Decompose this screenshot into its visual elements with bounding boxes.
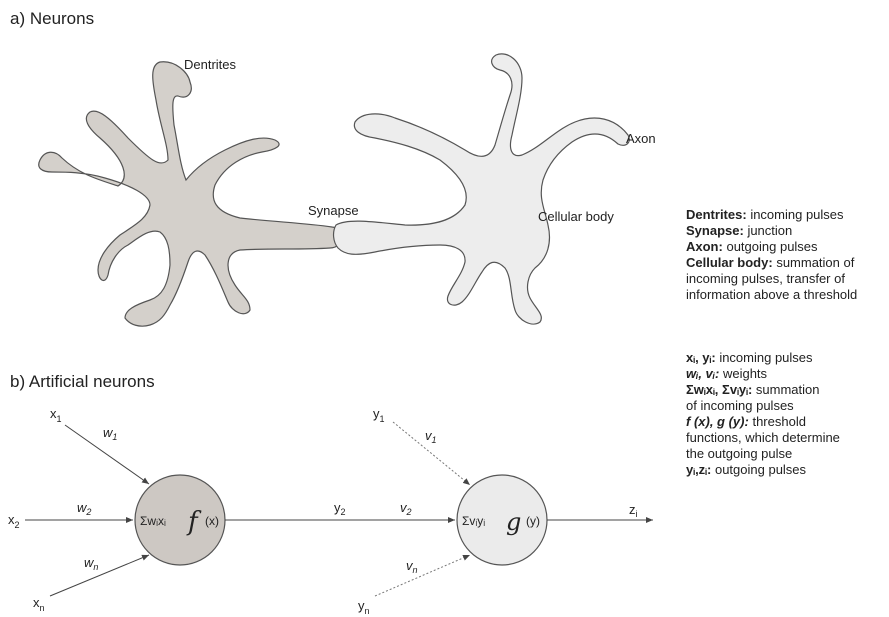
node-f-arg: (x) <box>205 514 219 528</box>
legend-art-row: Σwᵢxᵢ, Σvᵢyᵢ: summation <box>686 382 840 398</box>
legend-art-row: of incoming pulses <box>686 398 840 414</box>
section-a-title: a) Neurons <box>10 9 94 28</box>
weight-wn-label: wn <box>84 555 98 572</box>
legend-art-row: xᵢ, yᵢ: incoming pulses <box>686 350 840 366</box>
synapse-label: Synapse <box>308 203 359 218</box>
link-y2-label: y2 <box>334 500 346 517</box>
weight-w1-label: w1 <box>103 425 117 442</box>
edge-y1-node2 <box>393 422 470 485</box>
input-y1-label: y1 <box>373 406 385 424</box>
legend-bio-row: Synapse: junction <box>686 223 857 239</box>
cellular-body-label: Cellular body <box>538 209 614 224</box>
edge-xn-node1 <box>50 555 149 596</box>
legend-bio-row: information above a threshold <box>686 287 857 303</box>
legend-artificial: xᵢ, yᵢ: incoming pulses wᵢ, vᵢ: weights … <box>686 350 840 478</box>
node-f-sum: Σwᵢxᵢ <box>140 514 166 528</box>
legend-bio: Dentrites: incoming pulses Synapse: junc… <box>686 207 857 303</box>
legend-art-row: yᵢ,zᵢ: outgoing pulses <box>686 462 840 478</box>
weight-v2-label: v2 <box>400 500 412 517</box>
legend-bio-row: Dentrites: incoming pulses <box>686 207 857 223</box>
edge-yn-node2 <box>375 555 470 596</box>
legend-art-row: the outgoing pulse <box>686 446 840 462</box>
input-x1-label: x1 <box>50 406 62 424</box>
node-g-sum: Σvᵢyᵢ <box>462 514 485 528</box>
neuron-right <box>334 54 630 324</box>
input-xn-label: xn <box>33 595 45 613</box>
dentrites-label: Dentrites <box>184 57 237 72</box>
legend-bio-row: incoming pulses, transfer of <box>686 271 857 287</box>
node-g-arg: (y) <box>526 514 540 528</box>
weight-w2-label: w2 <box>77 500 91 517</box>
legend-art-row: wᵢ, vᵢ: weights <box>686 366 840 382</box>
legend-bio-row: Cellular body: summation of <box>686 255 857 271</box>
legend-art-row: functions, which determine <box>686 430 840 446</box>
legend-bio-row: Axon: outgoing pulses <box>686 239 857 255</box>
input-x2-label: x2 <box>8 512 20 530</box>
section-b-title: b) Artificial neurons <box>10 372 155 391</box>
weight-vn-label: vn <box>406 558 418 575</box>
legend-art-row: f (x), g (y): threshold <box>686 414 840 430</box>
input-yn-label: yn <box>358 598 370 616</box>
output-z-label: zi <box>629 502 638 519</box>
weight-v1-label: v1 <box>425 428 437 445</box>
neuron-left <box>39 62 342 326</box>
node-g-function: g <box>506 508 521 536</box>
axon-label: Axon <box>626 131 656 146</box>
